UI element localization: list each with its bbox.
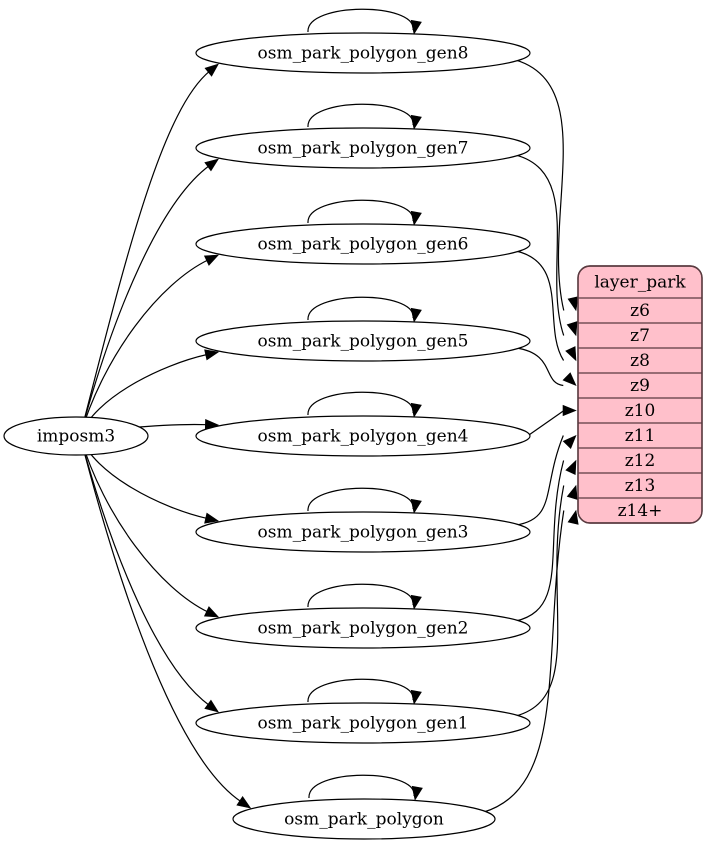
arrow-self-loop-gen6 bbox=[410, 210, 422, 226]
node-label-imposm3: imposm3 bbox=[37, 427, 115, 447]
node-shape-gen6 bbox=[195, 223, 531, 265]
arrow-self-loop-gen5 bbox=[410, 307, 422, 323]
node-label-gen5: osm_park_polygon_gen5 bbox=[258, 332, 469, 352]
layer-row-label-z14+[interactable]: z14+ bbox=[618, 501, 663, 521]
self-loop-base bbox=[308, 774, 415, 799]
arrow-gen1-to-z13 bbox=[566, 484, 578, 500]
arrow-imposm3-to-gen3 bbox=[204, 512, 220, 524]
arrow-imposm3-to-gen2 bbox=[203, 606, 220, 618]
node-label-gen2: osm_park_polygon_gen2 bbox=[258, 619, 469, 639]
node-label-base: osm_park_polygon bbox=[284, 810, 444, 830]
node-gen1[interactable]: osm_park_polygon_gen1 bbox=[195, 702, 531, 744]
node-shape-gen7 bbox=[195, 127, 531, 169]
arrow-gen6-to-z8 bbox=[565, 346, 577, 362]
edge-gen2-to-z12 bbox=[515, 460, 565, 622]
edge-gen8-to-z6 bbox=[515, 59, 565, 311]
layer-row-label-z7[interactable]: z7 bbox=[630, 326, 650, 346]
arrow-gen3-to-z11 bbox=[562, 434, 577, 449]
self-loop-gen2 bbox=[307, 583, 414, 608]
node-shape-gen5 bbox=[195, 320, 531, 362]
edge-gen6-to-z8 bbox=[515, 250, 565, 361]
node-shape-imposm3 bbox=[3, 416, 149, 456]
node-gen2[interactable]: osm_park_polygon_gen2 bbox=[195, 607, 531, 649]
layer-row-label-z13[interactable]: z13 bbox=[625, 476, 656, 496]
arrow-base-to-z14+ bbox=[567, 509, 579, 525]
arrow-self-loop-gen2 bbox=[410, 594, 422, 610]
node-label-gen8: osm_park_polygon_gen8 bbox=[258, 44, 469, 64]
self-loop-gen3 bbox=[307, 487, 414, 512]
edge-imposm3-to-gen2 bbox=[79, 435, 209, 613]
edge-gen7-to-z7 bbox=[515, 154, 565, 336]
node-gen3[interactable]: osm_park_polygon_gen3 bbox=[195, 511, 531, 553]
edge-imposm3-to-gen7 bbox=[79, 165, 210, 437]
arrow-gen5-to-z9 bbox=[562, 372, 577, 387]
layer-row-label-z6[interactable]: z6 bbox=[630, 301, 650, 321]
arrow-imposm3-to-gen5 bbox=[204, 349, 220, 361]
arrow-gen4-to-z10 bbox=[562, 404, 577, 417]
arrow-self-loop-gen3 bbox=[410, 498, 422, 514]
arrow-imposm3-to-gen8 bbox=[204, 63, 219, 77]
self-loop-gen8 bbox=[307, 8, 414, 33]
self-loop-gen5 bbox=[307, 296, 414, 321]
node-shape-gen3 bbox=[195, 511, 531, 553]
arrow-imposm3-to-gen6 bbox=[203, 254, 220, 266]
node-imposm3[interactable]: imposm3 bbox=[3, 416, 149, 456]
node-gen7[interactable]: osm_park_polygon_gen7 bbox=[195, 127, 531, 169]
node-gen8[interactable]: osm_park_polygon_gen8 bbox=[195, 32, 531, 74]
self-loop-gen1 bbox=[307, 678, 414, 703]
arrow-imposm3-to-base bbox=[236, 795, 252, 809]
layer-row-label-z8[interactable]: z8 bbox=[630, 351, 650, 371]
edge-imposm3-to-gen8 bbox=[79, 70, 211, 437]
arrow-self-loop-gen1 bbox=[410, 689, 422, 705]
node-label-gen6: osm_park_polygon_gen6 bbox=[258, 235, 469, 255]
edge-gen4-to-z10 bbox=[527, 410, 565, 437]
arrow-gen7-to-z7 bbox=[566, 321, 578, 337]
arrow-self-loop-gen4 bbox=[410, 402, 422, 418]
arrow-gen2-to-z12 bbox=[565, 459, 577, 475]
self-loop-gen7 bbox=[307, 103, 414, 128]
layer-table-outline bbox=[577, 265, 703, 524]
arrow-self-loop-gen7 bbox=[410, 114, 422, 130]
source-node-group: imposm3 bbox=[3, 416, 149, 456]
node-shape-gen8 bbox=[195, 32, 531, 74]
node-shape-base bbox=[232, 798, 496, 840]
node-label-gen7: osm_park_polygon_gen7 bbox=[258, 139, 469, 159]
edge-imposm3-to-gen1 bbox=[79, 435, 210, 706]
layer-row-label-z11[interactable]: z11 bbox=[625, 426, 656, 446]
layer-row-label-z10[interactable]: z10 bbox=[625, 401, 656, 421]
layer-table-header-label: layer_park bbox=[594, 273, 686, 293]
arrow-imposm3-to-gen7 bbox=[204, 158, 220, 172]
layer-row-label-z9[interactable]: z9 bbox=[630, 376, 650, 396]
edge-group-process-to-layer bbox=[483, 59, 579, 813]
node-gen5[interactable]: osm_park_polygon_gen5 bbox=[195, 320, 531, 362]
node-label-gen3: osm_park_polygon_gen3 bbox=[258, 523, 469, 543]
process-node-group: osm_park_polygon_gen8 osm_park_polygon_ge… bbox=[195, 32, 531, 840]
node-label-gen4: osm_park_polygon_gen4 bbox=[258, 427, 469, 447]
edge-group-self-loops bbox=[307, 8, 423, 801]
arrow-self-loop-base bbox=[411, 785, 423, 801]
node-gen6[interactable]: osm_park_polygon_gen6 bbox=[195, 223, 531, 265]
node-shape-gen4 bbox=[195, 415, 531, 457]
edge-gen1-to-z13 bbox=[515, 485, 565, 717]
node-shape-gen1 bbox=[195, 702, 531, 744]
edge-imposm3-to-base bbox=[79, 435, 242, 803]
edge-imposm3-to-gen6 bbox=[79, 259, 209, 437]
layer-table-group: layer_park z6 z7 z8 z9 z10 z11 z12 z13 z14+ bbox=[577, 265, 703, 524]
arrow-gen8-to-z6 bbox=[567, 296, 579, 312]
node-base[interactable]: osm_park_polygon bbox=[232, 798, 496, 840]
node-shape-gen2 bbox=[195, 607, 531, 649]
node-label-gen1: osm_park_polygon_gen1 bbox=[258, 714, 469, 734]
arrow-imposm3-to-gen1 bbox=[204, 699, 220, 713]
edge-base-to-z14+ bbox=[483, 510, 565, 813]
edge-gen3-to-z11 bbox=[515, 435, 564, 526]
layer-row-label-z12[interactable]: z12 bbox=[625, 451, 656, 471]
edge-gen5-to-z9 bbox=[515, 347, 564, 387]
arrow-self-loop-gen8 bbox=[410, 19, 422, 35]
node-gen4[interactable]: osm_park_polygon_gen4 bbox=[195, 415, 531, 457]
self-loop-gen6 bbox=[307, 199, 414, 224]
self-loop-gen4 bbox=[307, 391, 414, 416]
